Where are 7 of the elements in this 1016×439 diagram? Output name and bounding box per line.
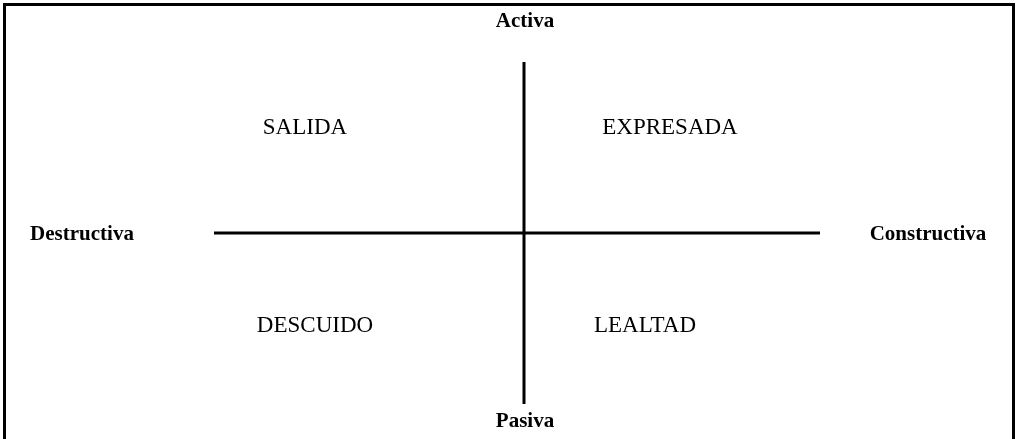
axis-label: DESCUIDO [255,312,375,338]
axis-label: EXPRESADA [601,114,739,140]
axis-label: SALIDA [261,114,349,140]
axis-label: LEALTAD [592,312,698,338]
axis-label: Pasiva [494,407,556,433]
axis-label: Activa [494,7,556,33]
axis-label: Destructiva [29,220,135,246]
